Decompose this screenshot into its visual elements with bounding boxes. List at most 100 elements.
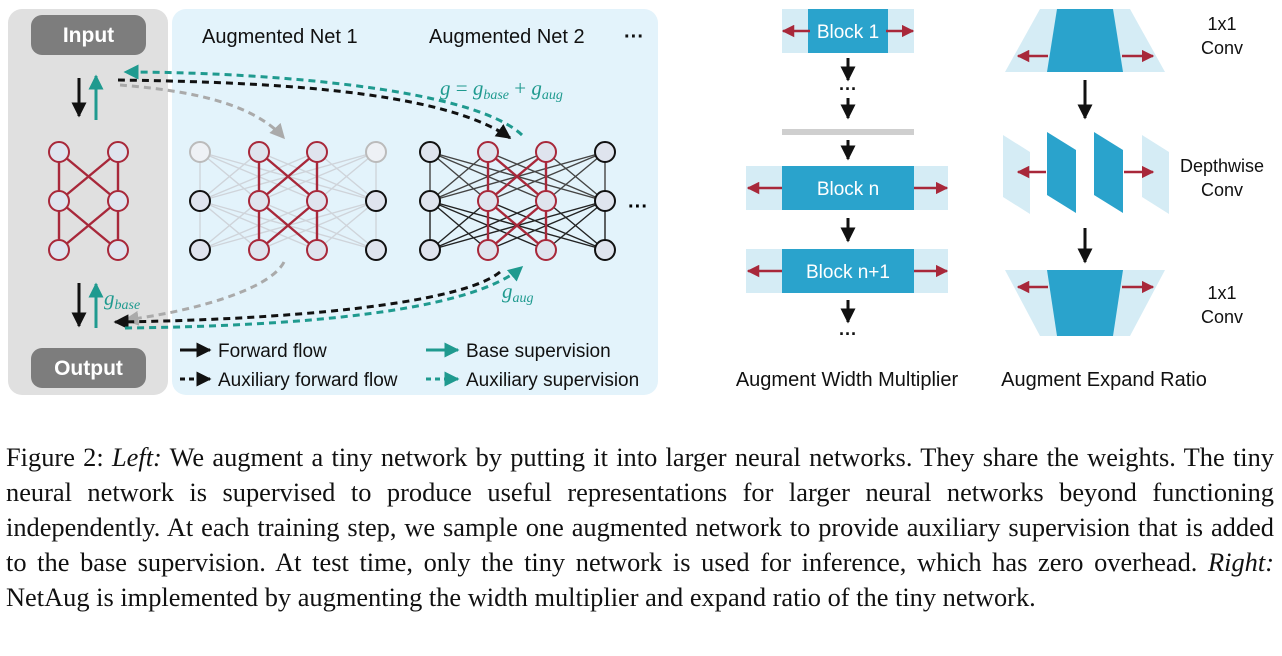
- bottom-conv-trapezoid: [1047, 270, 1123, 336]
- aug-net-1-edge: [199, 151, 260, 202]
- bottom-conv-label-2: Conv: [1201, 307, 1243, 327]
- aug-net-1-core-edge: [258, 151, 318, 202]
- block-n-box: [782, 166, 914, 210]
- aug-net-2-node: [477, 141, 499, 163]
- legend-aux-sup-label: Auxiliary supervision: [466, 370, 639, 391]
- dw-slab-1: [1003, 135, 1030, 214]
- tiny-net-node: [107, 141, 129, 163]
- aug-net-2-node: [594, 141, 616, 163]
- block-n1-box: [782, 249, 914, 293]
- aug-net-2-node: [594, 190, 616, 212]
- aug-net-1-edge: [199, 200, 260, 251]
- tiny-net-core-edge: [58, 200, 119, 251]
- caption-right-text: NetAug is implemented by augmenting the …: [6, 582, 1036, 612]
- aug-net-1-node: [248, 190, 270, 212]
- dw-slab-2: [1047, 132, 1076, 213]
- aug-net-2-node: [535, 239, 557, 261]
- more-nets-ellipsis: ···: [624, 26, 644, 48]
- augmented-net-1-label: Augmented Net 1: [202, 26, 358, 48]
- networks: ···: [48, 141, 648, 261]
- aug-net-1-node: [365, 141, 387, 163]
- bottom-conv-label-1: 1x1: [1207, 283, 1236, 303]
- width-ellipsis-1: ···: [839, 79, 857, 99]
- g-base-label: gbase: [104, 286, 140, 313]
- aug-net-2-node: [477, 239, 499, 261]
- tiny-net-node: [107, 239, 129, 261]
- aug-net-1-edge: [316, 200, 377, 251]
- aug-net-2-node: [419, 190, 441, 212]
- tiny-net-core-edge: [58, 151, 119, 202]
- aug-net-2-edge: [545, 151, 606, 202]
- aug-net-1-node: [248, 239, 270, 261]
- aug-net-1-node: [365, 239, 387, 261]
- aug-net-1-node: [189, 141, 211, 163]
- aug-net-2-node: [419, 239, 441, 261]
- aug-net-2-core-edge: [487, 200, 547, 251]
- aux-forward-bottom-curve: [113, 270, 501, 330]
- aug-net-2-edge: [545, 200, 606, 251]
- caption-right-word: Right:: [1208, 547, 1274, 577]
- dw-slab-4: [1142, 135, 1169, 214]
- figure-2: Input Output Augmented Net 1 Augmented N…: [8, 9, 1264, 395]
- aug-net-1-node: [306, 239, 328, 261]
- output-label: Output: [54, 357, 123, 380]
- aug-net-2-node: [419, 141, 441, 163]
- aug-net-1-node: [189, 190, 211, 212]
- legend-forward-label: Forward flow: [218, 341, 327, 362]
- aug-net-1-node: [365, 190, 387, 212]
- aug-net-2-node: [535, 141, 557, 163]
- tiny-net-node: [48, 141, 70, 163]
- aux-supervision-top-curve: [123, 64, 524, 137]
- augmented-nets-panel: [172, 9, 658, 395]
- aug-net-1-node: [306, 141, 328, 163]
- dw-slab-3: [1094, 132, 1123, 213]
- expand-ratio-title: Augment Expand Ratio: [1001, 369, 1207, 391]
- g-aug-label: gaug: [502, 279, 534, 306]
- aug-net-2-node: [477, 190, 499, 212]
- gradient-sum-formula: g = gbase + gaug: [440, 76, 563, 103]
- gray-top-curve: [119, 83, 286, 140]
- block-n1-label: Block n+1: [806, 262, 890, 283]
- top-conv-label-1: 1x1: [1207, 14, 1236, 34]
- top-conv-label-2: Conv: [1201, 38, 1243, 58]
- figure-caption: Figure 2: Left: We augment a tiny networ…: [6, 440, 1274, 615]
- input-label: Input: [63, 24, 114, 47]
- aug-net-1-node: [189, 239, 211, 261]
- aug-net-2-node: [594, 239, 616, 261]
- output-pill: [31, 348, 146, 388]
- expand-ratio-diagram: 1x1 Conv Depthwise Conv 1x1 Conv Augment…: [1001, 9, 1264, 391]
- aux-supervision-bottom-curve: [124, 265, 524, 330]
- caption-left-word: Left:: [111, 442, 162, 472]
- aug-net-1-node: [248, 141, 270, 163]
- input-pill: [31, 15, 146, 55]
- aug-net-2-core-edge: [487, 151, 547, 202]
- aug-net-2-edge: [429, 151, 489, 202]
- width-multiplier-title: Augment Width Multiplier: [736, 369, 959, 391]
- top-conv-trapezoid: [1047, 9, 1123, 72]
- aug-net-2-edge: [429, 200, 489, 251]
- block-1-label: Block 1: [817, 22, 879, 43]
- block-1-box: [808, 9, 888, 53]
- aug-net-1-node: [306, 190, 328, 212]
- legend-aux-forward-label: Auxiliary forward flow: [218, 370, 398, 391]
- tiny-net-node: [48, 190, 70, 212]
- width-separator: [782, 129, 914, 135]
- tiny-net-node: [107, 190, 129, 212]
- augmented-net-2-label: Augmented Net 2: [429, 26, 585, 48]
- aug-net-1-edge: [316, 151, 377, 202]
- tiny-net-node: [48, 239, 70, 261]
- block-n-label: Block n: [817, 179, 879, 200]
- tiny-net-panel: [8, 9, 168, 395]
- width-multiplier-diagram: Block 1 ··· Block n Block n+1 ··· Augmen…: [736, 9, 959, 391]
- caption-prefix: Figure 2:: [6, 442, 112, 472]
- aug-net-2-node: [535, 190, 557, 212]
- dw-label-1: Depthwise: [1180, 156, 1264, 176]
- dw-label-2: Conv: [1201, 180, 1243, 200]
- gray-bottom-curve: [123, 261, 286, 326]
- legend-base-sup-label: Base supervision: [466, 341, 611, 362]
- net-row-ellipsis: ···: [628, 196, 648, 218]
- aug-net-1-core-edge: [258, 200, 318, 251]
- width-ellipsis-2: ···: [839, 324, 857, 344]
- aux-forward-top-curve: [117, 78, 512, 140]
- caption-left-text: We augment a tiny network by putting it …: [6, 442, 1274, 577]
